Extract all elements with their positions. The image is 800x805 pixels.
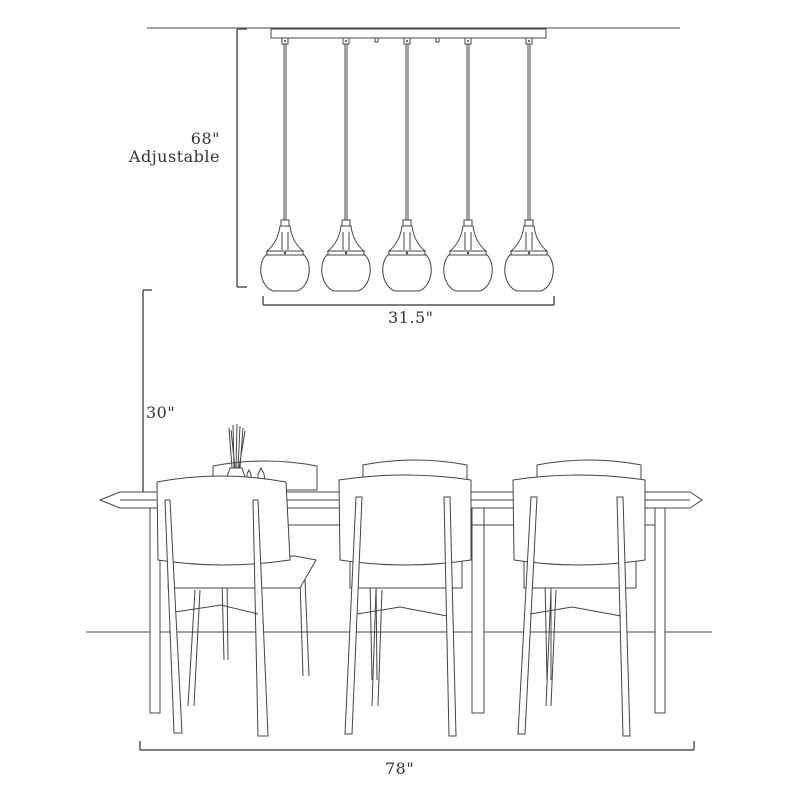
- pendant-lights: [260, 37, 554, 292]
- overall-width-label: 78": [385, 759, 415, 778]
- fixture-width-label: 31.5": [388, 308, 434, 327]
- fixture-height-label: 68" Adjustable: [128, 129, 220, 167]
- fixture-height-note: Adjustable: [128, 147, 220, 167]
- table-height-dimension: [142, 289, 152, 498]
- table-height-label: 30": [146, 403, 176, 422]
- table-decor: [226, 423, 267, 485]
- pendant-3: [382, 37, 432, 292]
- fixture-height-dimension: [236, 28, 247, 288]
- pendant-2: [321, 37, 371, 292]
- front-chair-3: [512, 474, 646, 737]
- front-chair-2: [338, 474, 472, 737]
- front-chair-1: [156, 475, 317, 737]
- overall-width-dimension: [139, 741, 695, 751]
- fixture-width-dimension: [262, 296, 555, 306]
- pendant-4: [443, 37, 493, 292]
- fixture-height-value: 68": [190, 129, 220, 148]
- back-chair-legs: [221, 579, 552, 681]
- pendant-5: [504, 37, 554, 292]
- pendant-1: [260, 37, 310, 292]
